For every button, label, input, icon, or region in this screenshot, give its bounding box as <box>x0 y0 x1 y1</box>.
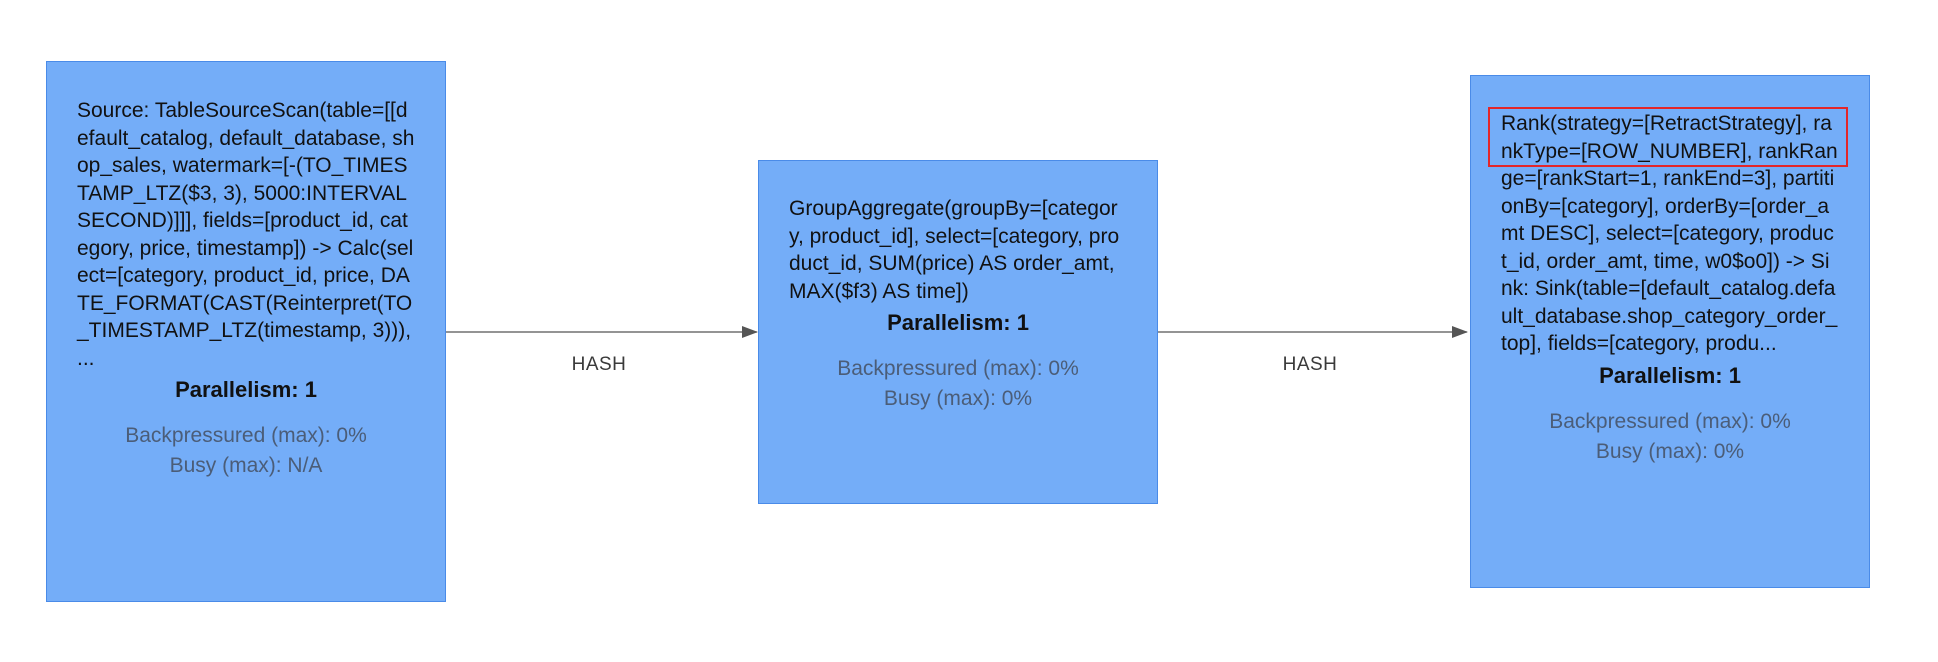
node-parallelism: Parallelism: 1 <box>175 377 317 402</box>
node-metrics: Backpressured (max): 0% Busy (max): 0% <box>789 354 1127 414</box>
node-description: Source: TableSourceScan(table=[[default_… <box>77 99 415 370</box>
node-backpressured: Backpressured (max): 0% <box>837 357 1079 380</box>
node-busy: Busy (max): 0% <box>1595 439 1745 463</box>
edge-label-hash-1: HASH <box>571 354 627 375</box>
node-busy: Busy (max): N/A <box>169 454 323 477</box>
node-metrics: Backpressured (max): 0% Busy (max): 0% <box>1501 407 1839 467</box>
node-metrics: Backpressured (max): 0% Busy (max): N/A <box>77 421 415 481</box>
edge-label-hash-2: HASH <box>1282 354 1338 375</box>
node-description: Rank(strategy=[RetractStrategy], rankTyp… <box>1501 112 1838 355</box>
node-parallelism: Parallelism: 1 <box>1599 362 1741 388</box>
node-rank-sink[interactable]: Rank(strategy=[RetractStrategy], rankTyp… <box>1470 75 1870 588</box>
node-backpressured: Backpressured (max): 0% <box>125 424 367 447</box>
node-parallelism: Parallelism: 1 <box>887 310 1029 335</box>
node-source[interactable]: Source: TableSourceScan(table=[[default_… <box>46 61 446 602</box>
node-backpressured: Backpressured (max): 0% <box>1549 409 1791 433</box>
node-busy: Busy (max): 0% <box>883 387 1033 410</box>
node-description: GroupAggregate(groupBy=[category, produc… <box>789 197 1120 303</box>
highlight-annotation-box <box>1488 107 1848 167</box>
node-group-aggregate[interactable]: GroupAggregate(groupBy=[category, produc… <box>758 160 1158 504</box>
